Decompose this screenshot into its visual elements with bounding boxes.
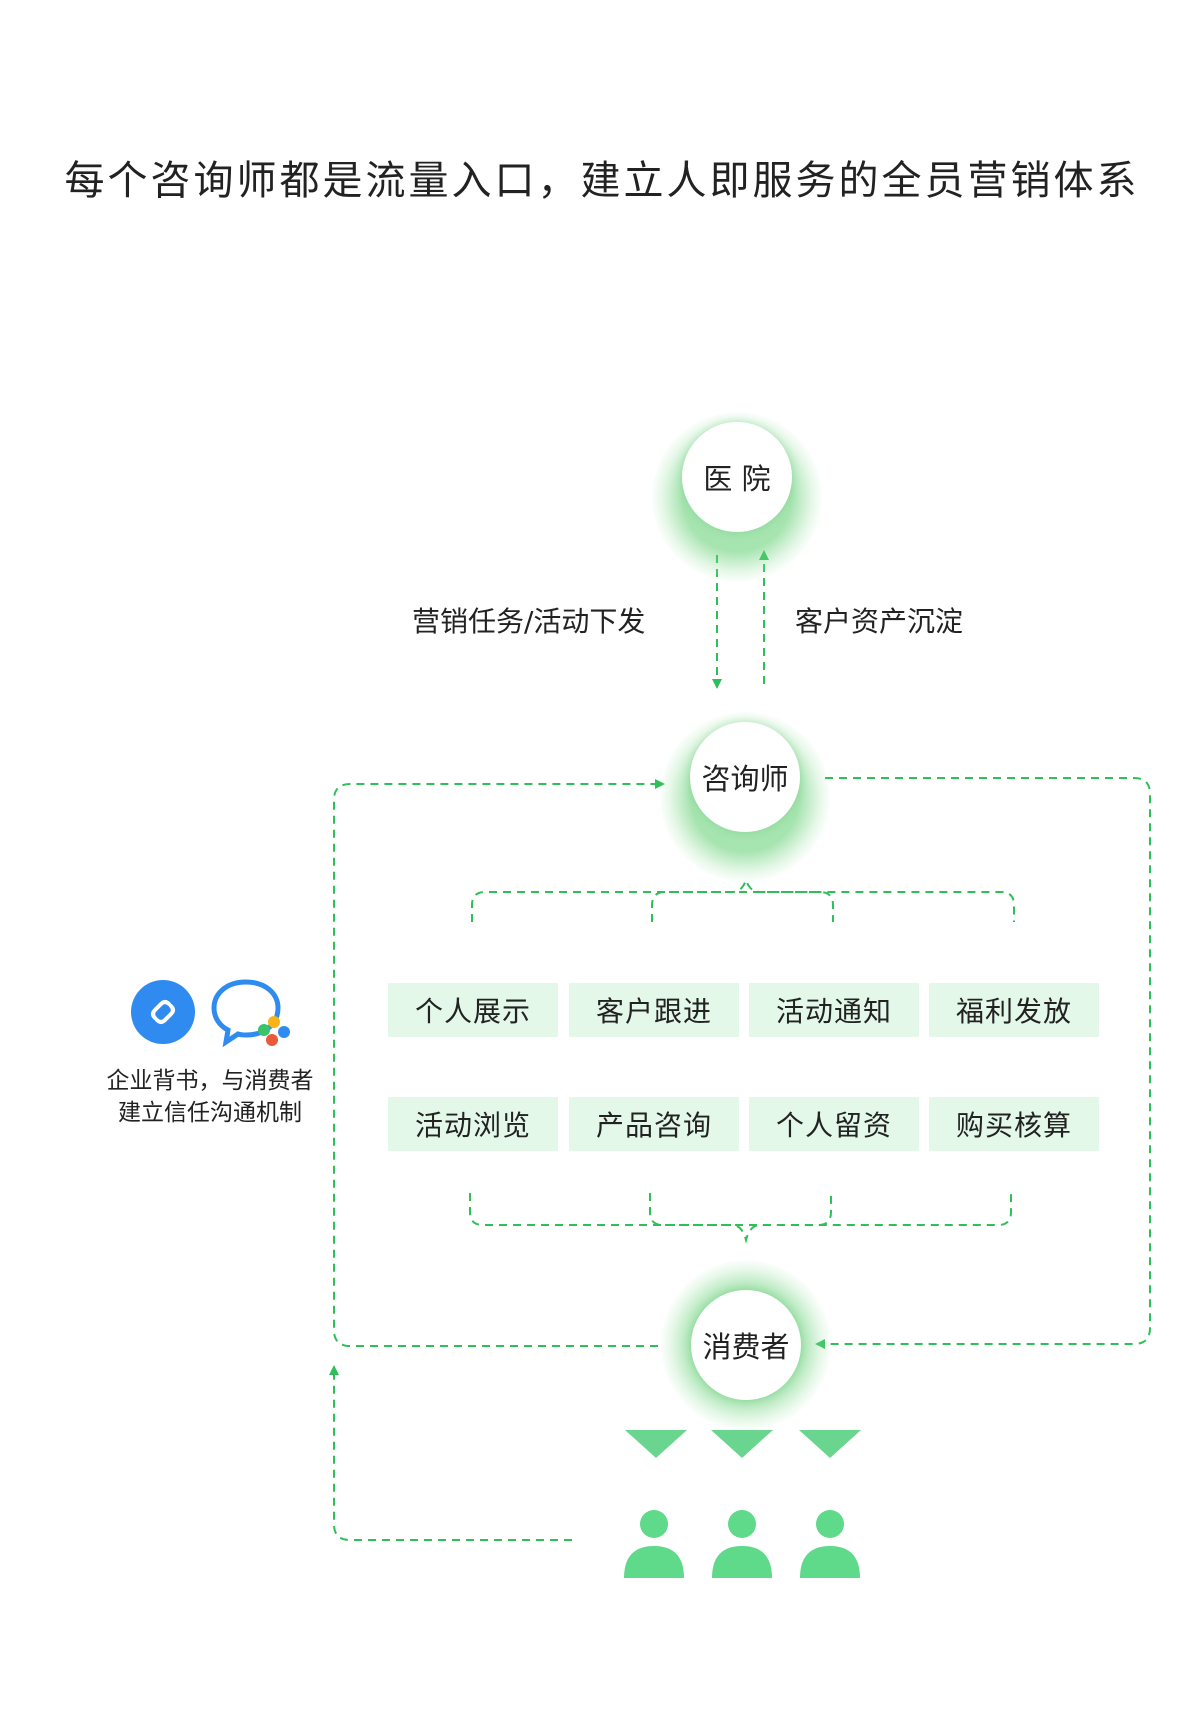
top-brace bbox=[471, 876, 1015, 922]
bottom-brace-inner bbox=[649, 1193, 832, 1226]
page-title: 每个咨询师都是流量入口，建立人即服务的全员营销体系 bbox=[64, 158, 1140, 204]
left-loop-line bbox=[333, 779, 665, 1347]
right-loop-line bbox=[815, 777, 1151, 1349]
consultant-label: 咨询师 bbox=[701, 762, 789, 796]
persons-return-line bbox=[329, 1365, 572, 1541]
hospital-label: 医 院 bbox=[703, 462, 771, 496]
top-brace-inner bbox=[651, 891, 834, 922]
flow-label-up: 客户资产沉淀 bbox=[795, 605, 964, 638]
feature-box: 客户跟进 bbox=[569, 983, 739, 1037]
chevron-down-icon bbox=[711, 1430, 773, 1458]
trust-text: 企业背书，与消费者 建立信任沟通机制 bbox=[90, 1065, 330, 1129]
feature-box: 购买核算 bbox=[929, 1097, 1099, 1151]
chevron-down-icon bbox=[799, 1430, 861, 1458]
flow-label-down: 营销任务/活动下发 bbox=[412, 605, 646, 638]
feature-box: 个人展示 bbox=[388, 983, 558, 1037]
person-icon bbox=[712, 1510, 772, 1578]
bottom-brace bbox=[469, 1193, 1012, 1244]
person-icon bbox=[800, 1510, 860, 1578]
consumer-node: 消费者 bbox=[691, 1290, 801, 1400]
feature-box: 活动通知 bbox=[749, 983, 919, 1037]
mini-program-icon bbox=[131, 980, 195, 1044]
feature-box: 产品咨询 bbox=[569, 1097, 739, 1151]
consumer-label: 消费者 bbox=[702, 1330, 790, 1364]
trust-line-2: 建立信任沟通机制 bbox=[118, 1100, 302, 1126]
trust-line-1: 企业背书，与消费者 bbox=[106, 1068, 314, 1094]
feature-box: 个人留资 bbox=[749, 1097, 919, 1151]
wecom-chat-icon bbox=[210, 978, 296, 1054]
feature-box: 活动浏览 bbox=[388, 1097, 558, 1151]
person-icon bbox=[624, 1510, 684, 1578]
feature-box: 福利发放 bbox=[929, 983, 1099, 1037]
consultant-node: 咨询师 bbox=[690, 722, 800, 832]
hospital-node: 医 院 bbox=[682, 422, 792, 532]
chevron-down-icon bbox=[625, 1430, 687, 1458]
